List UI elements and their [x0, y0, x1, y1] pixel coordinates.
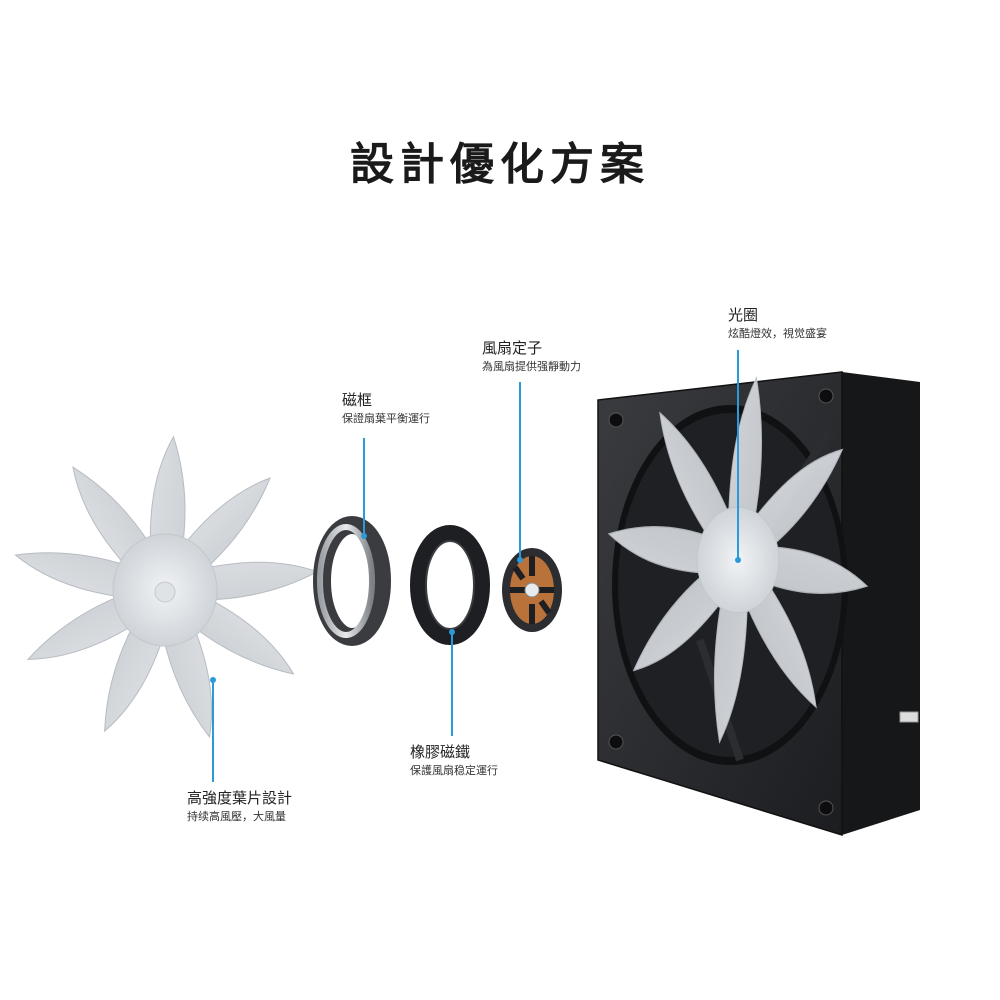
label-blade-name: 高強度葉片設計	[187, 789, 293, 807]
label-blade: 高強度葉片設計 持续高風壓，大風量	[187, 788, 292, 826]
page-title: 設計優化方案	[350, 139, 650, 190]
impeller-blades	[15, 436, 318, 738]
label-stator-name: 風扇定子	[482, 339, 543, 357]
callout-dot-light-ring	[735, 557, 741, 563]
callout-dot-blade	[210, 677, 216, 683]
label-light-ring: 光圈 炫酷燈效，視觉盛宴	[728, 305, 827, 343]
callout-dot-stator	[517, 557, 523, 563]
callout-dot-rubber-magnet	[449, 629, 455, 635]
label-rubber-magnet-desc: 保護風扇稳定運行	[410, 764, 498, 777]
label-magnet-frame-name: 磁框	[342, 391, 373, 409]
rubber-magnet-ring	[410, 525, 490, 645]
label-light-ring-desc: 炫酷燈效，視觉盛宴	[728, 327, 827, 340]
label-magnet-frame: 磁框 保證扇葉平衡運行	[342, 390, 430, 428]
assembled-fan	[597, 371, 920, 837]
label-rubber-magnet-name: 橡膠磁鐵	[410, 743, 471, 761]
stator	[502, 548, 562, 632]
label-magnet-frame-desc: 保證扇葉平衡運行	[342, 412, 430, 425]
magnet-frame-ring	[313, 516, 391, 646]
label-stator-desc: 為風扇提供强靜動力	[482, 360, 581, 373]
callout-lines	[210, 350, 741, 782]
label-blade-desc: 持续高風壓，大風量	[187, 810, 286, 823]
label-light-ring-name: 光圈	[728, 306, 759, 324]
label-stator: 風扇定子 為風扇提供强靜動力	[482, 338, 581, 376]
label-rubber-magnet: 橡膠磁鐵 保護風扇稳定運行	[410, 742, 498, 780]
callout-dot-magnet-frame	[361, 533, 367, 539]
